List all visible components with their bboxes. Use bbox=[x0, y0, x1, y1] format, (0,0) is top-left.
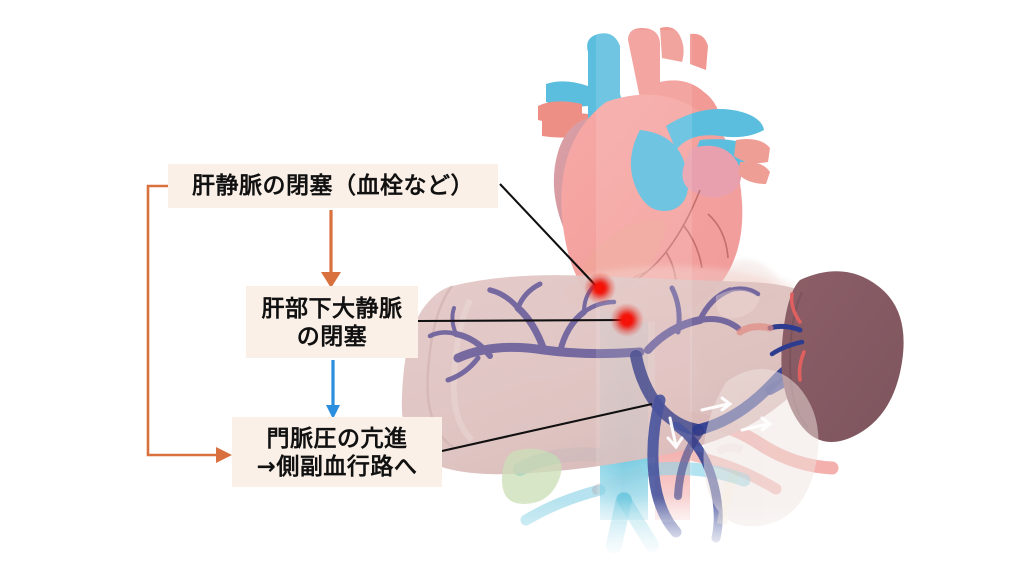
leader-line-ivc bbox=[417, 318, 627, 323]
occlusion-markers bbox=[584, 272, 644, 337]
label-hepatic-vein-occlusion-line1: 肝静脈の閉塞（血栓など） bbox=[192, 172, 474, 199]
leader-lines bbox=[417, 183, 653, 453]
label-ivc-occlusion-line2: の閉塞 bbox=[296, 324, 368, 350]
portal-vein-tree bbox=[427, 281, 761, 383]
label-hepatic-vein-occlusion: 肝静脈の閉塞（血栓など） bbox=[168, 164, 498, 208]
leader-line-portal bbox=[441, 402, 653, 453]
spleen-organ bbox=[736, 271, 904, 442]
flow-arrow-orange-head bbox=[321, 272, 341, 288]
feedback-bracket-arrowhead bbox=[216, 447, 232, 463]
label-ivc-occlusion: 肝部下大静脈 の閉塞 bbox=[246, 286, 418, 358]
feedback-bracket-orange bbox=[146, 184, 216, 457]
label-portal-hypertension-line1: 門脈圧の亢進 bbox=[266, 425, 408, 452]
leader-line-hepatic-vein bbox=[499, 183, 599, 289]
label-portal-hypertension-line2: →側副血行路へ bbox=[256, 454, 418, 480]
blood-flow-arrows bbox=[666, 396, 773, 450]
label-ivc-occlusion-line1: 肝部下大静脈 bbox=[261, 295, 403, 322]
flow-arrow-blue-head bbox=[326, 405, 340, 419]
label-portal-hypertension: 門脈圧の亢進 →側副血行路へ bbox=[232, 417, 442, 487]
bottom-fade bbox=[380, 500, 900, 576]
vessel-highlight-band bbox=[596, 30, 692, 522]
